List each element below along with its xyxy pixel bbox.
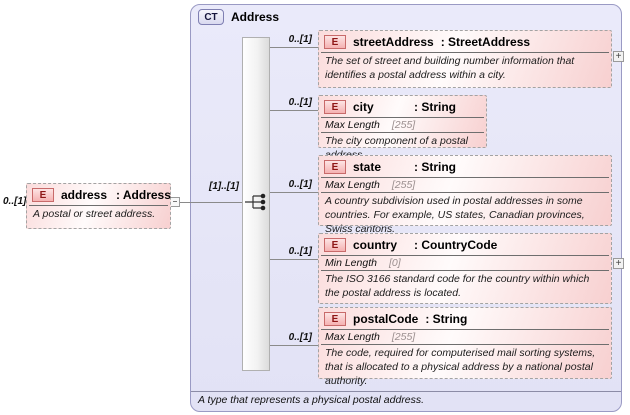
element-type: : CountryCode: [414, 238, 498, 252]
facet-value: [255]: [391, 331, 416, 343]
connector-line-state: [270, 192, 318, 193]
element-icon: E: [324, 160, 346, 174]
facet-name: Max Length: [325, 119, 380, 131]
element-description: The code, required for computerised mail…: [325, 347, 596, 387]
cardinality-city: 0..[1]: [288, 97, 312, 108]
element-type: : Address: [116, 188, 171, 202]
connector-line-city: [270, 110, 318, 111]
element-box-postalcode[interactable]: E postalCode : String Max Length [255] T…: [318, 307, 612, 387]
facet-name: Min Length: [325, 257, 377, 269]
connector-line-country: [270, 259, 318, 260]
cardinality-root: 0..[1]: [3, 196, 27, 207]
divider: [321, 177, 609, 178]
cardinality-country: 0..[1]: [288, 246, 312, 257]
element-description: A country subdivision used in postal add…: [325, 195, 585, 235]
element-name: streetAddress: [353, 35, 434, 49]
element-name: address: [61, 188, 108, 202]
facet-name: Max Length: [325, 331, 380, 343]
connector-line-postalcode: [270, 345, 318, 346]
collapse-handle-icon[interactable]: [170, 197, 180, 207]
complex-type-header[interactable]: CT Address: [198, 9, 279, 25]
element-box-country[interactable]: E country : CountryCode Min Length [0] T…: [318, 233, 612, 304]
facet-row: Min Length [0]: [319, 256, 611, 270]
expand-icon[interactable]: +: [613, 51, 624, 62]
divider: [29, 205, 168, 206]
facet-name: Max Length: [325, 179, 380, 191]
element-header: E postalCode : String: [319, 308, 611, 329]
element-icon: E: [324, 312, 346, 326]
element-type: : String: [414, 100, 456, 114]
element-name: postalCode: [353, 312, 419, 326]
cardinality-postalcode: 0..[1]: [288, 332, 312, 343]
element-box-streetaddress[interactable]: E streetAddress : StreetAddress The set …: [318, 30, 612, 88]
complex-type-annotation: A type that represents a physical postal…: [198, 394, 425, 406]
facet-row: Max Length [255]: [319, 178, 611, 192]
cardinality-connection: [1]..[1]: [209, 181, 239, 192]
facet-value: [255]: [391, 119, 416, 131]
element-icon: E: [324, 100, 346, 114]
element-box-address[interactable]: E address : Address A postal or street a…: [26, 183, 171, 229]
element-name: country: [353, 238, 398, 252]
element-box-state[interactable]: E state : String Max Length [255] A coun…: [318, 155, 612, 235]
element-box-city[interactable]: E city : String Max Length [255] The cit…: [318, 95, 487, 161]
element-description: A postal or street address.: [33, 208, 156, 220]
expand-icon[interactable]: +: [613, 258, 624, 269]
element-header: E country : CountryCode: [319, 234, 611, 255]
divider: [321, 329, 609, 330]
element-header: E city : String: [319, 96, 486, 117]
element-icon: E: [324, 238, 346, 252]
element-header: E streetAddress : StreetAddress: [319, 31, 611, 52]
divider: [321, 255, 609, 256]
divider: [321, 52, 609, 53]
sequence-bar[interactable]: [242, 37, 270, 371]
facet-value: [0]: [388, 257, 401, 269]
element-description: The set of street and building number in…: [325, 55, 575, 81]
cardinality-streetaddress: 0..[1]: [288, 34, 312, 45]
facet-row: Max Length [255]: [319, 118, 486, 132]
element-icon: E: [324, 35, 346, 49]
element-header: E address : Address: [27, 184, 171, 205]
element-type: : StreetAddress: [440, 35, 531, 49]
sequence-icon[interactable]: [245, 191, 271, 213]
divider: [321, 192, 609, 193]
divider: [321, 132, 484, 133]
element-description: The ISO 3166 standard code for the count…: [325, 273, 590, 299]
element-name: city: [353, 100, 374, 114]
cardinality-state: 0..[1]: [288, 179, 312, 190]
divider: [321, 344, 609, 345]
element-type: : String: [414, 160, 456, 174]
facet-value: [255]: [391, 179, 416, 191]
divider: [321, 117, 484, 118]
element-header: E state : String: [319, 156, 611, 177]
element-type: : String: [425, 312, 468, 326]
element-name: state: [353, 160, 382, 174]
element-icon: E: [32, 188, 54, 202]
complex-type-title: Address: [231, 10, 280, 24]
footer-divider: [191, 391, 621, 392]
divider: [321, 270, 609, 271]
connector-line-root: [180, 202, 242, 203]
connector-line-streetaddress: [270, 47, 318, 48]
complex-type-icon: CT: [198, 9, 224, 25]
facet-row: Max Length [255]: [319, 330, 611, 344]
